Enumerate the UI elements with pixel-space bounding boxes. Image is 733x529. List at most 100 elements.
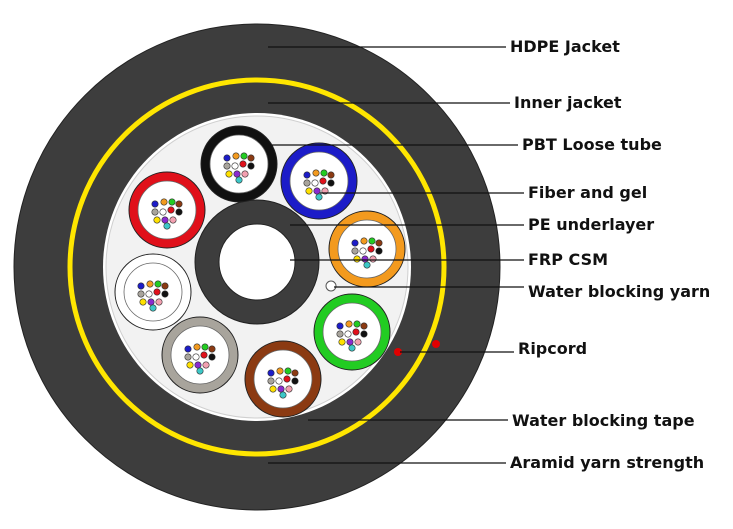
fiber-green-yellow (338, 338, 346, 346)
fiber-red-green (168, 198, 176, 206)
fiber-brown-pink (285, 385, 293, 393)
fiber-orange-blue (351, 239, 359, 247)
fiber-red-pink (169, 216, 177, 224)
fiber-blue-red (319, 177, 327, 185)
fiber-black-brown (247, 154, 255, 162)
tube-gel-green (322, 302, 382, 362)
fiber-red-black (175, 208, 183, 216)
fiber-white-blue (137, 282, 145, 290)
label-water-blocking-yarn: Water blocking yarn (528, 282, 710, 301)
fiber-green-orange (345, 320, 353, 328)
fiber-black-green (240, 152, 248, 160)
fiber-brown-yellow (269, 385, 277, 393)
fiber-red-aqua (163, 222, 171, 230)
fiber-brown-blue (267, 369, 275, 377)
fiber-orange-gray (351, 247, 359, 255)
fiber-white-brown (161, 282, 169, 290)
fiber-black-blue (223, 154, 231, 162)
fiber-brown-aqua (279, 391, 287, 399)
fiber-white-orange (146, 280, 154, 288)
fiber-red-red (167, 206, 175, 214)
leader-lines (268, 46, 524, 464)
fiber-black-yellow (225, 170, 233, 178)
label-hdpe-jacket: HDPE Jacket (510, 37, 620, 56)
tube-gel-black (209, 134, 269, 194)
label-water-blocking-tape: Water blocking tape (512, 411, 695, 430)
fiber-orange-white (359, 247, 367, 255)
fiber-gray-orange (193, 343, 201, 351)
fiber-blue-blue (303, 171, 311, 179)
tube-gel-gray (170, 325, 230, 385)
tube-gel-orange (337, 219, 397, 279)
fiber-blue-aqua (315, 193, 323, 201)
fiber-red-purple (161, 216, 169, 224)
fiber-orange-green (368, 237, 376, 245)
fiber-green-blue (336, 322, 344, 330)
fiber-orange-aqua (363, 261, 371, 269)
fiber-blue-gray (303, 179, 311, 187)
fiber-red-gray (151, 208, 159, 216)
fiber-white-yellow (139, 298, 147, 306)
fiber-orange-brown (375, 239, 383, 247)
fiber-white-green (154, 280, 162, 288)
fiber-gray-black (208, 353, 216, 361)
fiber-brown-green (284, 367, 292, 375)
label-pe-underlayer: PE underlayer (528, 215, 654, 234)
tube-gel-blue (289, 151, 349, 211)
water-blocking-yarn (325, 280, 337, 292)
fiber-black-black (247, 162, 255, 170)
fiber-orange-purple (361, 255, 369, 263)
label-pbt-loose-tube: PBT Loose tube (522, 135, 662, 154)
fiber-orange-red (367, 245, 375, 253)
fiber-red-blue (151, 200, 159, 208)
fiber-gray-aqua (196, 367, 204, 375)
fiber-blue-green (320, 169, 328, 177)
fiber-white-red (153, 288, 161, 296)
ripcord-2 (432, 340, 440, 348)
fiber-gray-blue (184, 345, 192, 353)
fiber-black-red (239, 160, 247, 168)
fiber-red-orange (160, 198, 168, 206)
fiber-red-white (159, 208, 167, 216)
fiber-black-pink (241, 170, 249, 178)
fiber-white-black (161, 290, 169, 298)
fiber-green-brown (360, 322, 368, 330)
fiber-green-red (352, 328, 360, 336)
loose-tubes (114, 125, 406, 418)
fiber-blue-white (311, 179, 319, 187)
fiber-gray-yellow (186, 361, 194, 369)
fiber-white-aqua (149, 304, 157, 312)
tube-gel-red (137, 180, 197, 240)
aramid-yarn-ring (67, 77, 447, 457)
fiber-black-gray (223, 162, 231, 170)
fiber-green-white (344, 330, 352, 338)
fiber-brown-brown (291, 369, 299, 377)
fiber-gray-gray (184, 353, 192, 361)
fiber-gray-pink (202, 361, 210, 369)
fiber-green-purple (346, 338, 354, 346)
fiber-white-purple (147, 298, 155, 306)
label-inner-jacket: Inner jacket (514, 93, 622, 112)
fiber-black-orange (232, 152, 240, 160)
fiber-white-pink (155, 298, 163, 306)
fiber-brown-orange (276, 367, 284, 375)
fiber-green-gray (336, 330, 344, 338)
label-aramid-yarn-strength: Aramid yarn strength (510, 453, 704, 472)
label-ripcord: Ripcord (518, 339, 587, 358)
fiber-white-gray (137, 290, 145, 298)
fiber-red-brown (175, 200, 183, 208)
tube-gel-white (123, 262, 183, 322)
fiber-blue-brown (327, 171, 335, 179)
fiber-gray-purple (194, 361, 202, 369)
label-frp-csm: FRP CSM (528, 250, 608, 269)
fiber-gray-green (201, 343, 209, 351)
fiber-brown-red (283, 375, 291, 383)
fiber-orange-black (375, 247, 383, 255)
fiber-red-yellow (153, 216, 161, 224)
fiber-green-aqua (348, 344, 356, 352)
label-fiber-and-gel: Fiber and gel (528, 183, 647, 202)
fiber-white-white (145, 290, 153, 298)
fiber-black-white (231, 162, 239, 170)
fiber-blue-yellow (305, 187, 313, 195)
